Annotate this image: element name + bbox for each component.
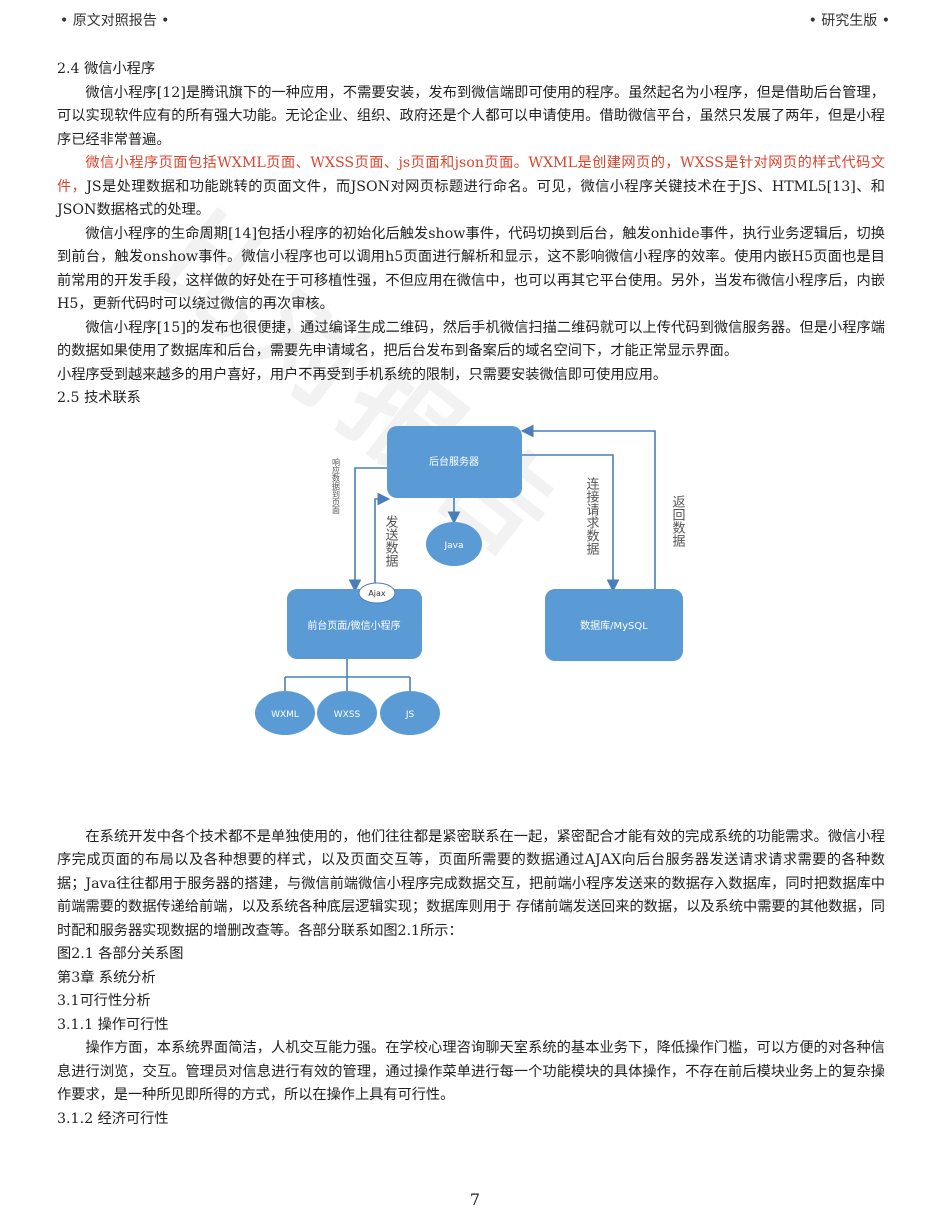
header-right: • 研究生版 • bbox=[808, 13, 890, 29]
paragraph: 在系统开发中各个技术都不是单独使用的，他们往往都是紧密联系在一起，紧密配合才能有… bbox=[57, 828, 885, 939]
label-database: 数据库/MySQL bbox=[580, 619, 648, 632]
paragraph-text: JS是处理数据和功能跳转的页面文件，而JSON对网页标题进行命名。可见，微信小程… bbox=[57, 178, 885, 219]
label-wxss: WXSS bbox=[334, 710, 361, 720]
document-body: 2.4 微信小程序 微信小程序[12]是腾讯旗下的一种应用，不需要安装，发布到微… bbox=[57, 58, 885, 1131]
section-3-1-title: 3.1可行性分析 bbox=[57, 993, 151, 1009]
paragraph: 微信小程序页面包括WXML页面、WXSS页面、js页面和json页面。WXML是… bbox=[57, 152, 885, 223]
label-ajax: Ajax bbox=[368, 589, 386, 598]
label-frontend: 前台页面/微信小程序 bbox=[307, 619, 400, 632]
arrow-send bbox=[374, 492, 391, 589]
paragraph: 微信小程序的生命周期[14]包括小程序的初始化后触发show事件，代码切换到后台… bbox=[57, 225, 885, 313]
node-server bbox=[387, 425, 522, 498]
node-java bbox=[426, 521, 482, 566]
arrow-response bbox=[348, 466, 387, 592]
paragraph: 微信小程序[12]是腾讯旗下的一种应用，不需要安装，发布到微信端即可使用的程序。… bbox=[57, 84, 885, 148]
section-2-4-title: 2.4 微信小程序 bbox=[57, 61, 156, 77]
page-number: 7 bbox=[469, 1190, 481, 1209]
node-js bbox=[380, 690, 440, 735]
label-connect: 连接请求数据 bbox=[584, 476, 600, 555]
label-java: Java bbox=[443, 541, 463, 551]
node-frontend bbox=[287, 588, 422, 659]
section-3-1-2-title: 3.1.2 经济可行性 bbox=[57, 1110, 169, 1127]
node-database bbox=[545, 588, 683, 661]
section-2-5-title: 2.5 技术联系 bbox=[57, 390, 141, 406]
label-return: 返回数据 bbox=[670, 495, 686, 547]
node-wxss bbox=[317, 690, 377, 735]
connector-children bbox=[284, 658, 411, 691]
node-wxml bbox=[255, 690, 315, 735]
chapter-3-title: 第3章 系统分析 bbox=[57, 969, 156, 986]
highlighted-text: 微信小程序页面包括WXML页面、WXSS页面、js页面和json页面。WXML是… bbox=[57, 155, 885, 195]
header-left: • 原文对照报告 • bbox=[60, 13, 170, 29]
relationship-diagram: 后台服务器 Java 前台页面/微信小程序 数据库/MySQL WXML WXS… bbox=[57, 411, 885, 826]
paragraph: 小程序受到越来越多的用户喜好，用户不再受到手机系统的限制，只需要安装微信即可使用… bbox=[57, 366, 668, 383]
label-response: 响应数据到页面 bbox=[332, 457, 341, 515]
arrow-return bbox=[520, 424, 656, 589]
paragraph: 微信小程序[15]的发布也很便捷，通过编译生成二维码，然后手机微信扫描二维码就可… bbox=[57, 319, 885, 360]
section-3-1-1-title: 3.1.1 操作可行性 bbox=[57, 1016, 169, 1033]
node-ajax bbox=[358, 582, 396, 603]
label-js: JS bbox=[405, 710, 415, 720]
label-wxml: WXML bbox=[271, 710, 299, 720]
paragraph: 操作方面，本系统界面简洁，人机交互能力强。在学校心理咨询聊天室系统的基本业务下，… bbox=[57, 1040, 885, 1103]
label-server: 后台服务器 bbox=[429, 455, 479, 468]
arrow-connect bbox=[522, 453, 620, 592]
label-send: 发送数据 bbox=[383, 514, 399, 567]
figure-caption: 图2.1 各部分关系图 bbox=[57, 946, 184, 962]
